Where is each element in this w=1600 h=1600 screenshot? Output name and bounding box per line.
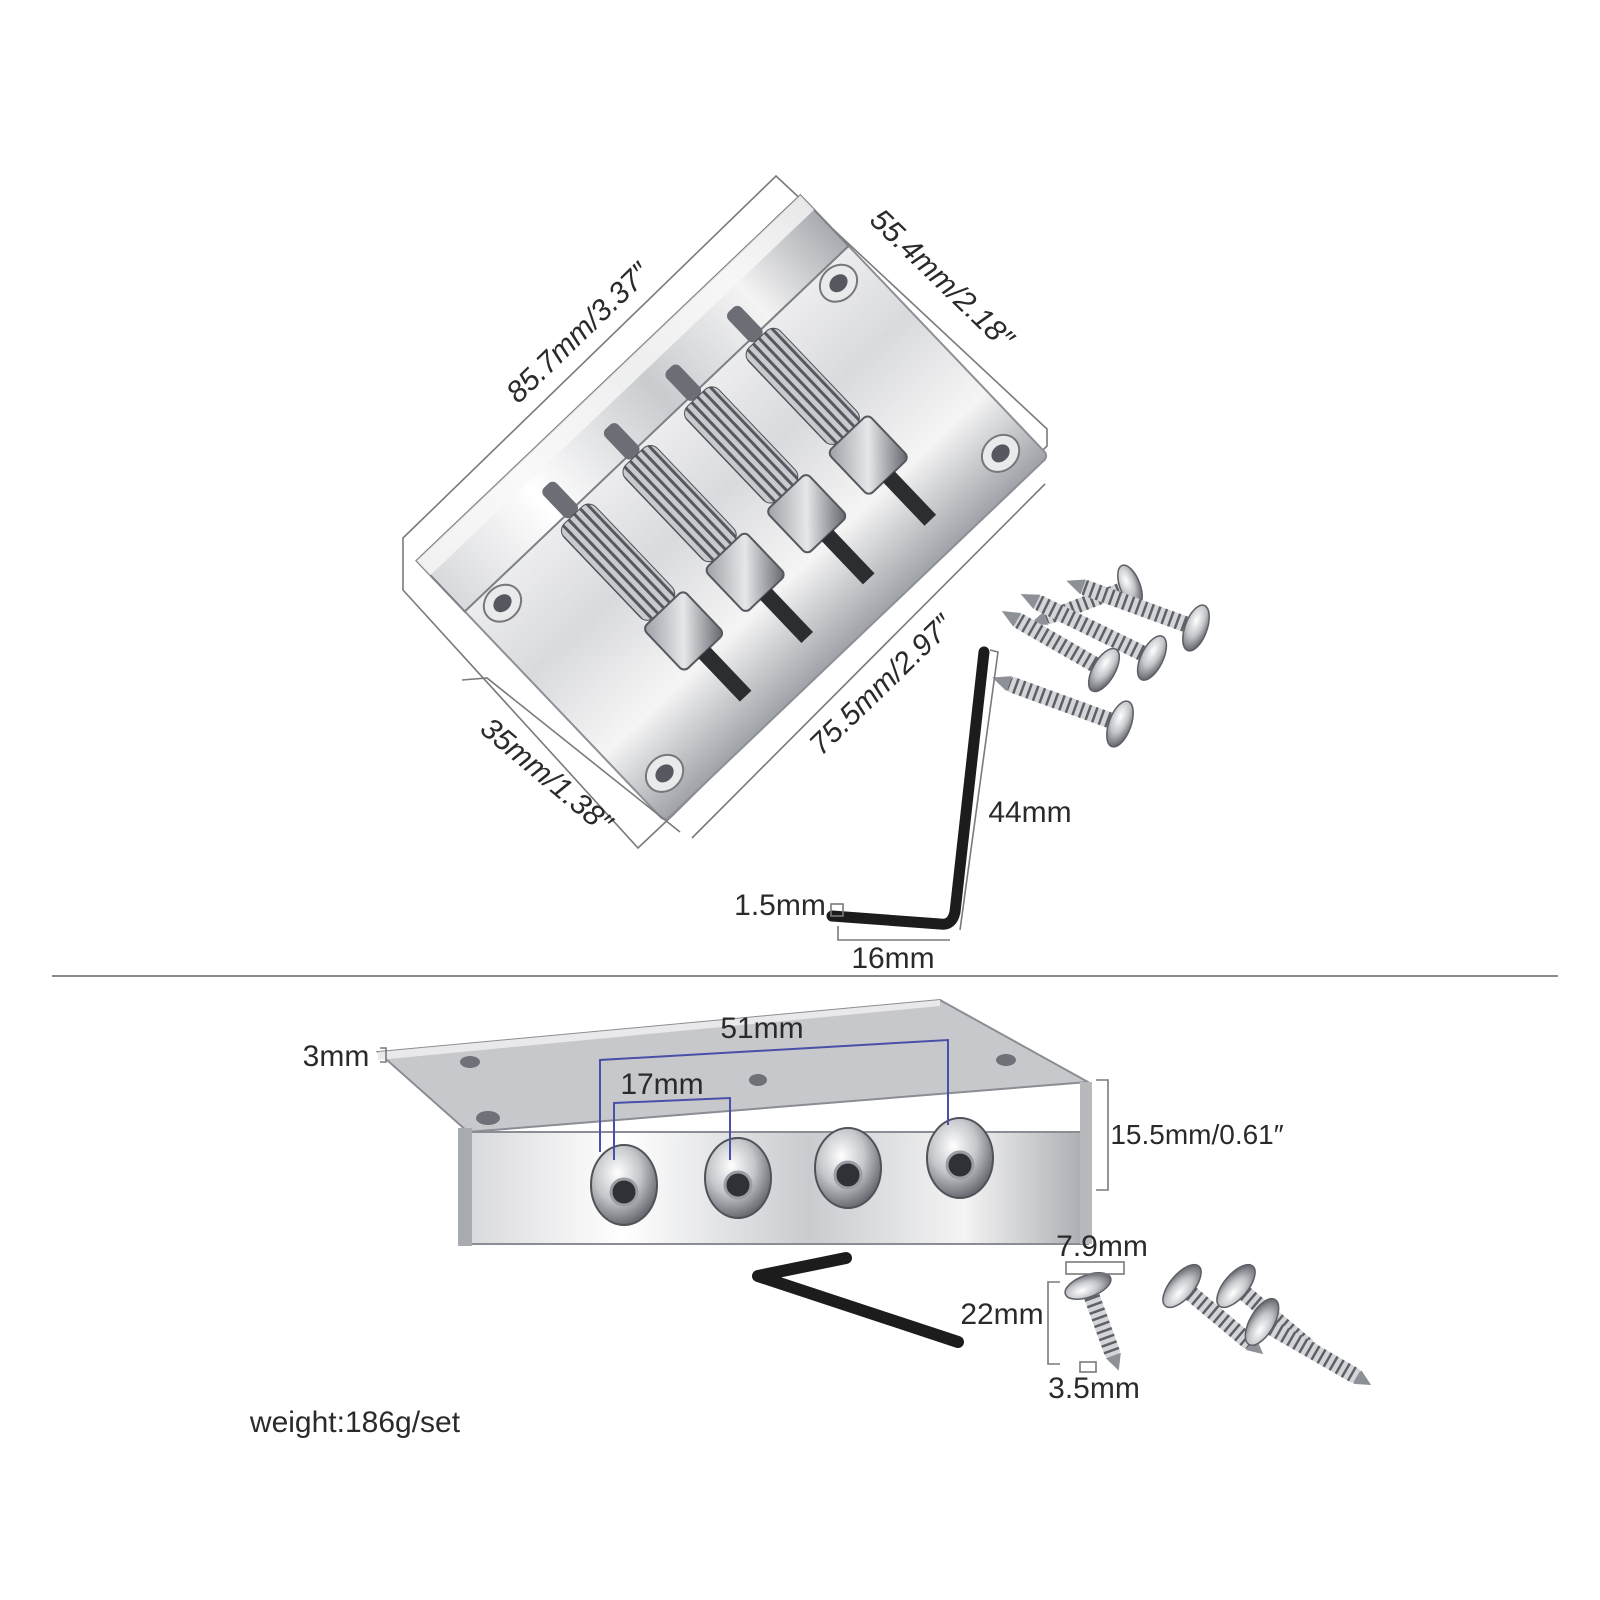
screw-head-label: 7.9mm (1056, 1230, 1148, 1263)
string-slot (665, 364, 702, 401)
hex-key-size-box (830, 903, 844, 917)
saddle-assembly (745, 327, 937, 526)
screw-length-marker (1047, 1281, 1060, 1365)
front-wall (467, 1131, 1089, 1245)
hex-key-top: 44mm 16mm 1.5mm (734, 646, 1072, 975)
mount-hole (818, 263, 859, 303)
screw-shank-label: 3.5mm (1048, 1372, 1140, 1405)
mounting-screws-top (992, 564, 1210, 748)
front-wall-left-edge (458, 1128, 472, 1246)
string-slot (603, 423, 640, 460)
mount-hole (482, 583, 523, 623)
hole-spacing-short-dimension-line (461, 677, 681, 833)
bridge-top-body (415, 193, 1048, 820)
height-screw (760, 588, 813, 644)
hex-key-short-dimension-line (837, 926, 950, 941)
height-screw (698, 647, 752, 702)
saddle-barrel (704, 1137, 772, 1219)
hex-key-short-label: 16mm (851, 942, 934, 975)
back-wall-top (416, 195, 815, 576)
plate-hole (460, 1056, 480, 1068)
mount-hole (980, 433, 1021, 473)
hex-key-long-dimension-line (959, 649, 999, 931)
plate-hole (749, 1074, 767, 1086)
mount-hole (644, 753, 685, 793)
height-screw (821, 529, 875, 585)
plate-thickness-marker (380, 1047, 387, 1063)
outer-saddle-span-marker (599, 1038, 949, 1152)
saddle-pitch-label: 17mm (620, 1068, 703, 1101)
mounting-screws-bottom: 7.9mm 22mm 3.5mm (960, 1230, 1372, 1405)
saddle-assembly (622, 444, 813, 644)
front-view-plate-edge (378, 1000, 940, 1060)
string-slot (542, 481, 579, 519)
hole-spacing-long-dimension-line (691, 483, 1046, 839)
top-view: 85.7mm/3.37″ 55.4mm/2.18″ 75.5mm/2.97″ 3… (402, 174, 1048, 850)
saddle-assembly (684, 386, 875, 585)
saddle-barrel (590, 1144, 658, 1226)
screw-shank-marker (1079, 1361, 1097, 1373)
saddle-assembly (560, 503, 752, 702)
height-marker (1096, 1079, 1109, 1191)
plate-hole (476, 1111, 500, 1125)
screw-length-label: 22mm (960, 1298, 1043, 1331)
plate-thickness-label: 3mm (303, 1040, 370, 1073)
wood-screw (1066, 579, 1210, 652)
front-wall-right-edge (1080, 1082, 1092, 1244)
hex-key-top-body (826, 646, 990, 930)
hex-key-size-label: 1.5mm (734, 889, 826, 922)
hex-key-long-label: 44mm (988, 796, 1071, 829)
front-view: 51mm 17mm 3mm 15.5mm/0.61″ (303, 998, 1284, 1246)
wood-screw (1001, 611, 1121, 693)
wood-screw (1064, 1272, 1121, 1371)
wood-screw (1020, 593, 1168, 681)
outer-saddle-span-label: 51mm (720, 1012, 803, 1045)
hex-key-bottom (752, 1252, 964, 1348)
saddle-barrel (814, 1127, 882, 1209)
wood-screw (1244, 1297, 1372, 1385)
string-slot (727, 305, 763, 343)
height-label: 15.5mm/0.61″ (1110, 1119, 1283, 1150)
height-screw (883, 471, 937, 526)
screw-head-marker (1065, 1261, 1125, 1275)
weight-label: weight:186g/set (249, 1406, 461, 1439)
wood-screw (1162, 1263, 1264, 1355)
saddle-block (828, 415, 908, 495)
saddle-barrel (926, 1117, 994, 1199)
plate-hole (996, 1054, 1016, 1066)
saddle-pitch-marker (613, 1096, 731, 1160)
wood-screw (992, 676, 1134, 748)
